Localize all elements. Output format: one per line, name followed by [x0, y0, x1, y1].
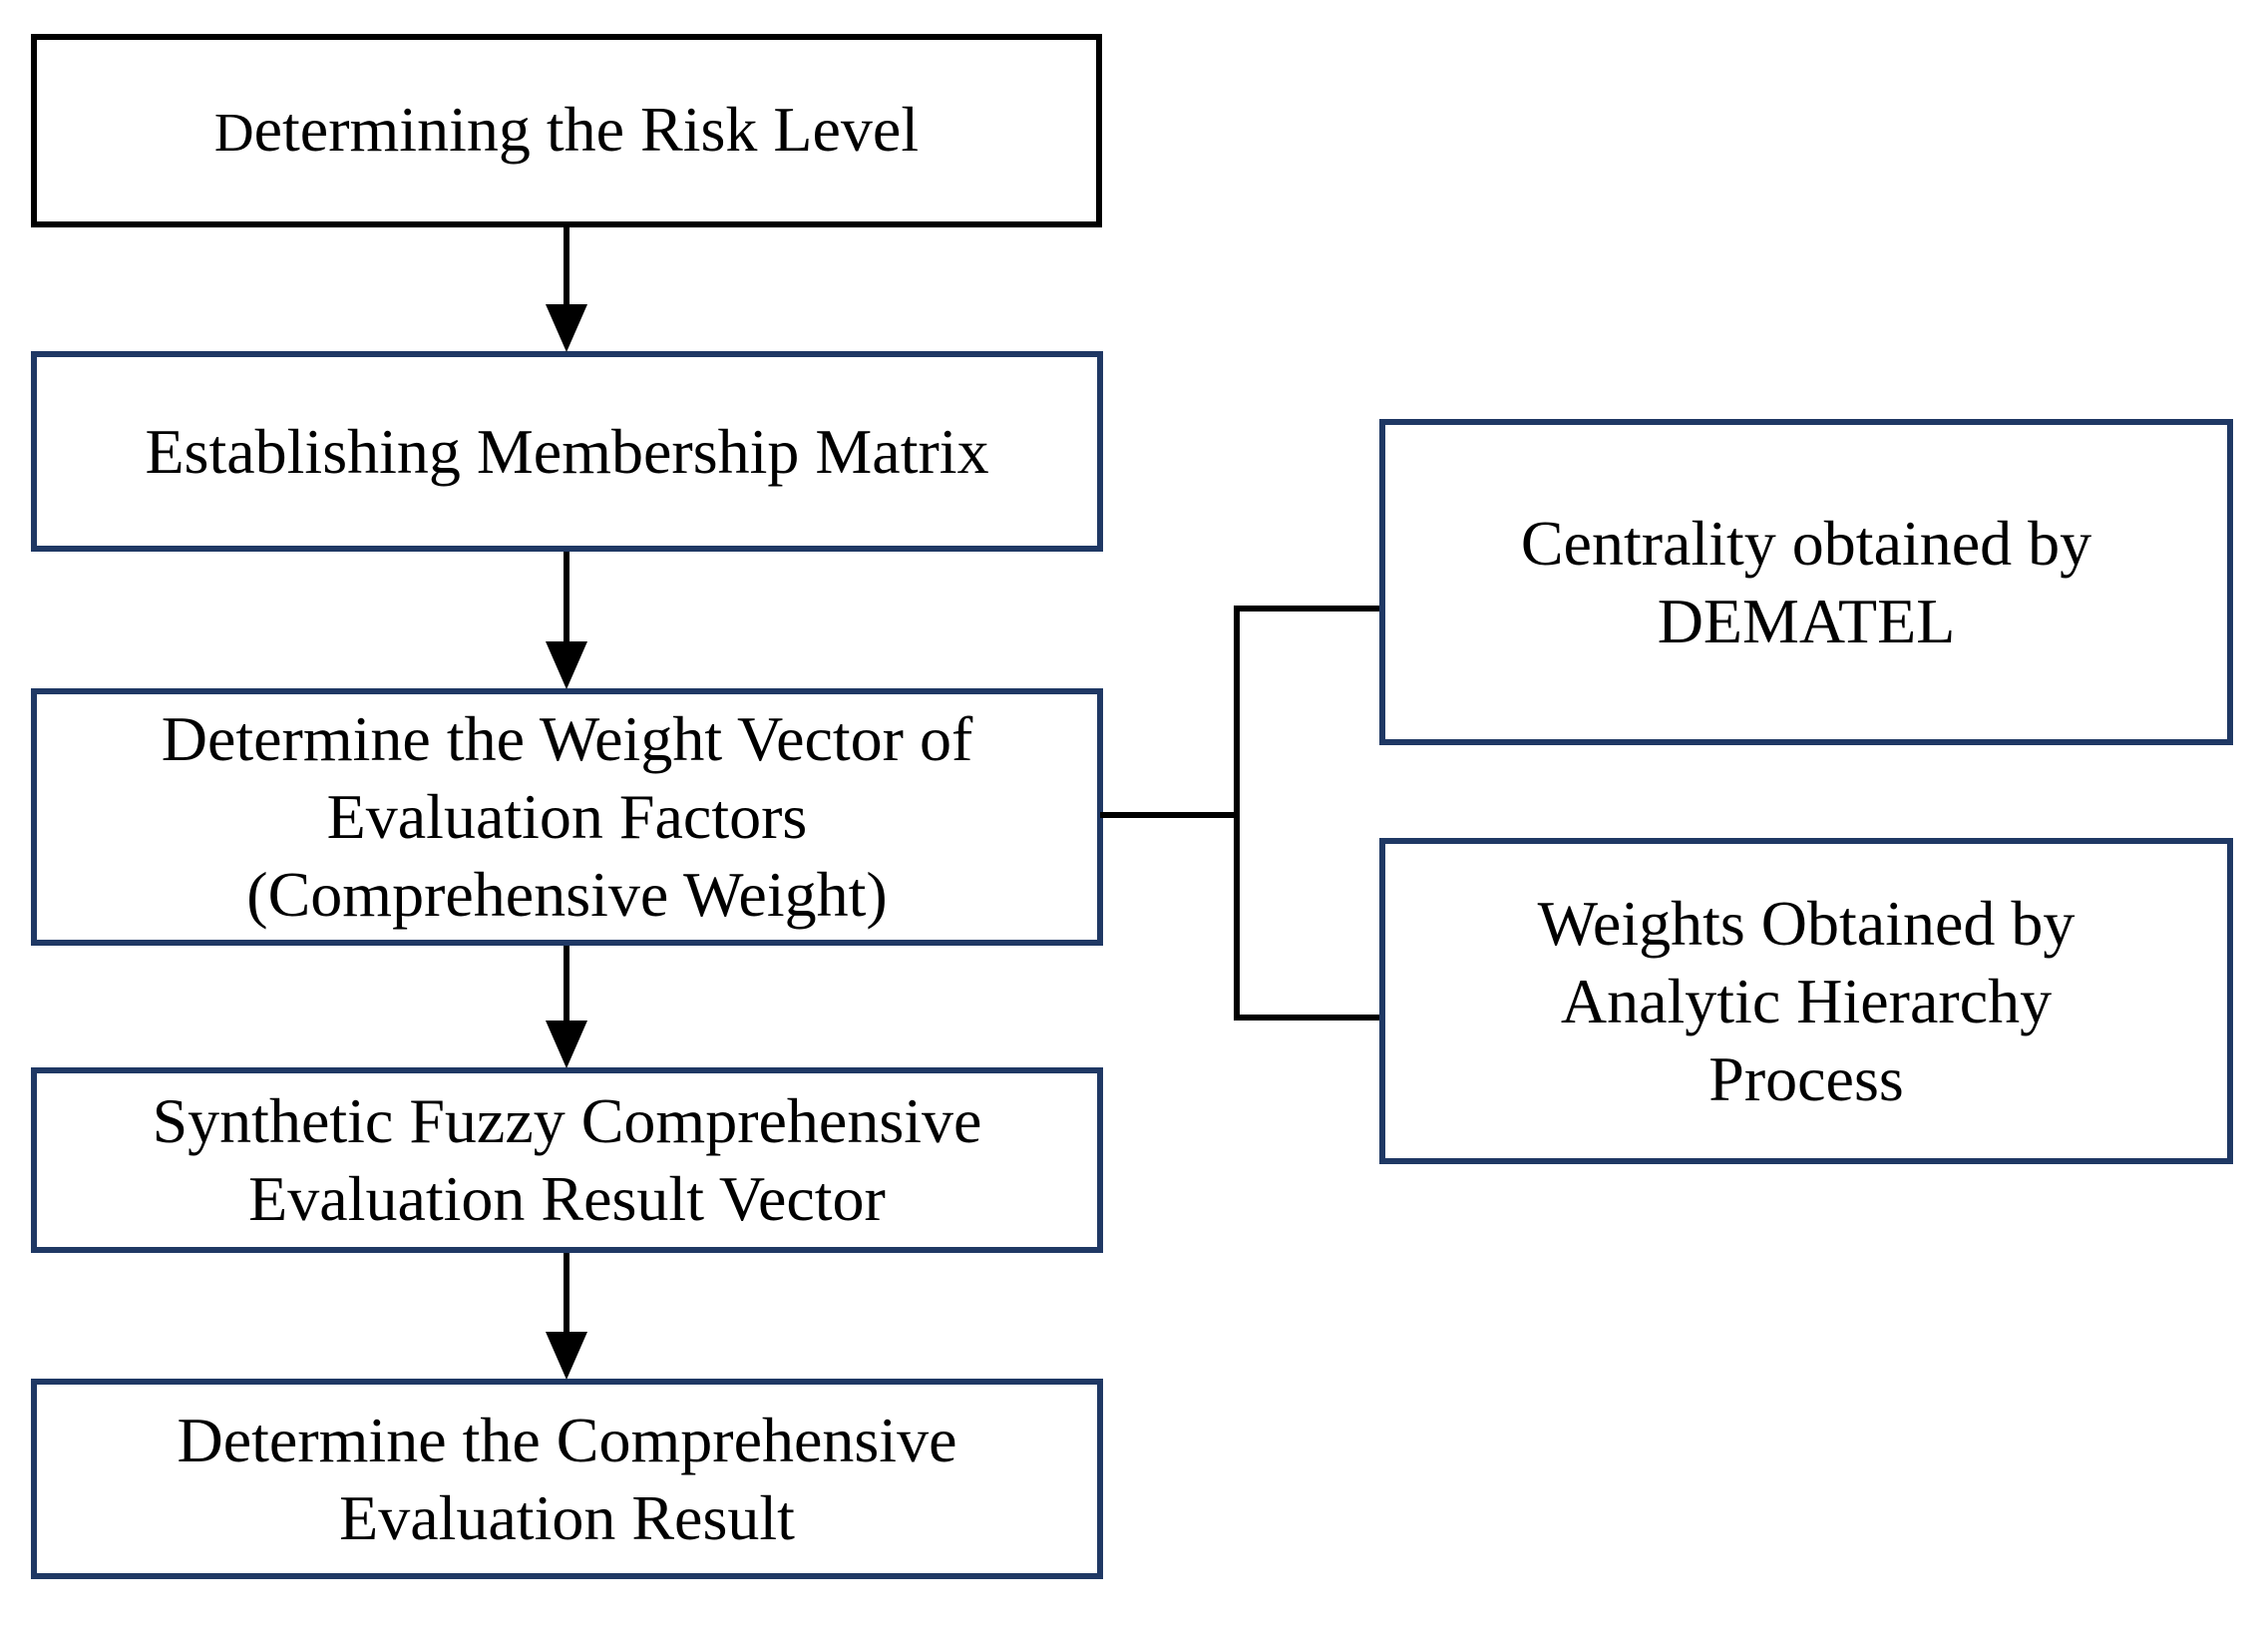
flow-box-label: Determine the Weight Vector of	[161, 703, 973, 774]
side-box-label: DEMATEL	[1657, 585, 1956, 656]
side-box-dematel: Centrality obtained by DEMATEL	[1379, 419, 2233, 745]
flow-box-evaluation-result: Determine the Comprehensive Evaluation R…	[31, 1379, 1103, 1579]
connector-stub-horizontal	[1100, 812, 1240, 818]
flow-box-label: (Comprehensive Weight)	[246, 859, 888, 930]
flow-box-label: Determine the Comprehensive	[177, 1404, 957, 1475]
down-arrow-4	[546, 1253, 587, 1380]
arrow-shaft	[564, 552, 569, 647]
side-box-label: Weights Obtained by	[1537, 887, 2076, 959]
down-arrow-1	[546, 226, 587, 352]
connector-vertical	[1234, 606, 1240, 1021]
side-box-ahp: Weights Obtained by Analytic Hierarchy P…	[1379, 838, 2233, 1164]
arrow-shaft	[564, 1253, 569, 1338]
down-arrow-2	[546, 552, 587, 689]
side-box-label: Process	[1708, 1042, 1904, 1114]
connector-branch-top	[1234, 606, 1379, 612]
flow-box-weight-vector: Determine the Weight Vector of Evaluatio…	[31, 688, 1103, 946]
arrow-head-icon	[546, 641, 587, 689]
arrow-shaft	[564, 226, 569, 310]
flow-box-label: Determining the Risk Level	[213, 93, 920, 165]
connector-branch-bottom	[1234, 1015, 1379, 1021]
flow-box-risk-level: Determining the Risk Level	[31, 34, 1102, 227]
flow-box-label: Synthetic Fuzzy Comprehensive	[152, 1085, 982, 1156]
flow-box-label: Establishing Membership Matrix	[145, 415, 989, 487]
arrow-head-icon	[546, 304, 587, 352]
arrow-head-icon	[546, 1332, 587, 1380]
flow-box-membership-matrix: Establishing Membership Matrix	[31, 351, 1103, 552]
side-box-label: Analytic Hierarchy	[1560, 965, 2053, 1036]
down-arrow-3	[546, 946, 587, 1068]
flow-box-label: Evaluation Factors	[326, 781, 808, 852]
flow-box-label: Evaluation Result Vector	[248, 1163, 886, 1234]
flow-box-label: Evaluation Result	[339, 1481, 795, 1553]
arrow-head-icon	[546, 1021, 587, 1068]
arrow-shaft	[564, 946, 569, 1026]
side-box-label: Centrality obtained by	[1520, 507, 2092, 579]
flow-box-fuzzy-result-vector: Synthetic Fuzzy Comprehensive Evaluation…	[31, 1067, 1103, 1253]
